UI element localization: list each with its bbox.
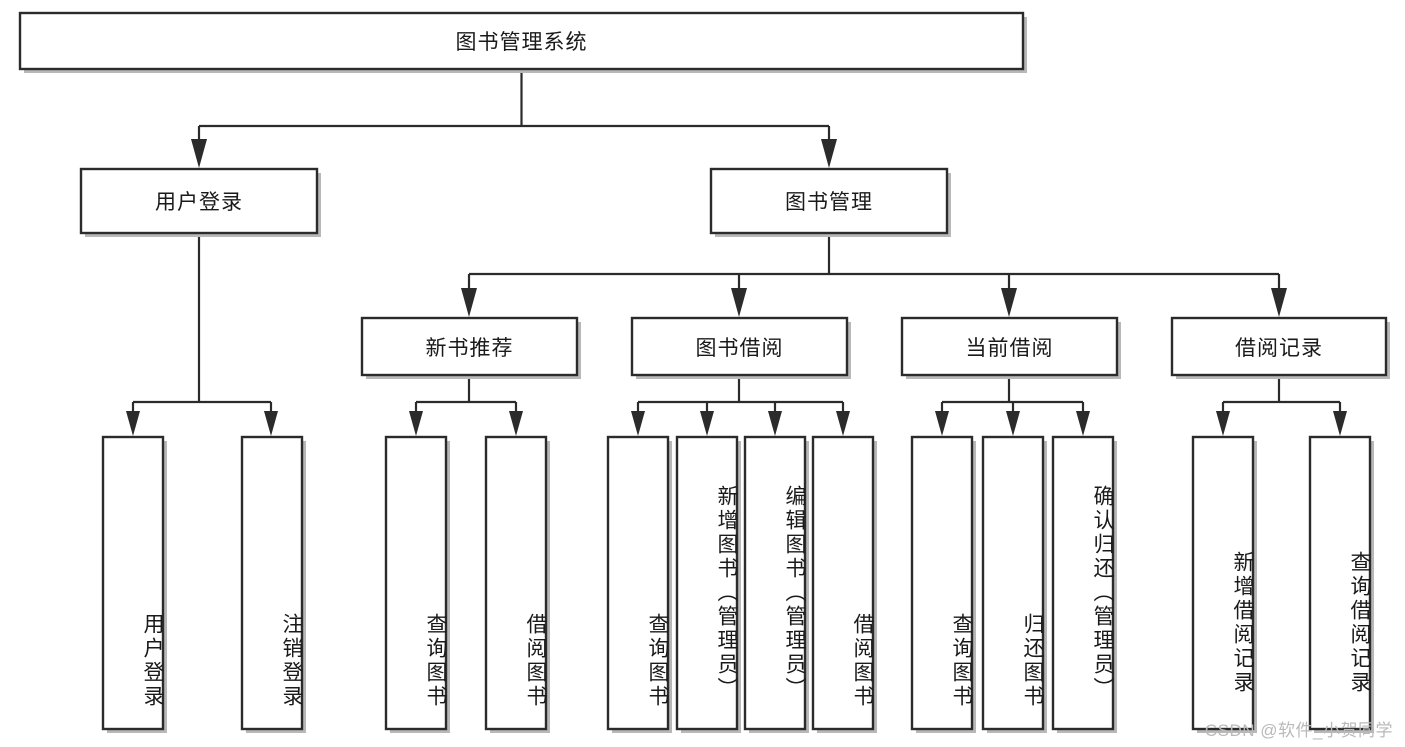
node-box-user-login[interactable] <box>79 167 319 235</box>
node-box-new-book-rec[interactable] <box>360 316 579 377</box>
arrow-head-borrow-record <box>1271 288 1287 317</box>
edges-book-borrow-to-leaves <box>631 375 850 436</box>
edges-book-manage-to-level3 <box>461 233 1287 317</box>
node-box-book-manage[interactable] <box>709 167 949 235</box>
arrow-head-leaf-borrow-book-2 <box>836 411 850 436</box>
node-box-borrow-record[interactable] <box>1170 316 1388 377</box>
arrow-head-book-borrow <box>731 288 747 317</box>
arrow-head-leaf-query-book-2 <box>631 411 645 436</box>
edges-new-book-rec-to-leaves <box>409 375 523 436</box>
node-box-root[interactable] <box>18 11 1025 71</box>
node-boxes <box>18 11 1390 733</box>
arrow-head-leaf-return-book <box>1006 411 1020 436</box>
arrow-head-leaf-user-login <box>126 411 140 436</box>
node-box-leaf-user-login[interactable] <box>101 435 165 731</box>
node-box-leaf-borrow-book-1[interactable] <box>484 435 548 731</box>
edges-user-login-to-leaves <box>126 233 278 436</box>
arrow-head-current-borrow <box>1001 288 1017 317</box>
arrow-head-user-login <box>191 139 207 168</box>
arrow-head-leaf-user-logout <box>264 411 278 436</box>
arrow-head-leaf-add-book <box>700 411 714 436</box>
node-box-current-borrow[interactable] <box>900 316 1119 377</box>
node-box-leaf-query-record[interactable] <box>1308 435 1372 731</box>
node-box-leaf-return-book[interactable] <box>981 435 1045 731</box>
arrow-head-book-manage <box>821 139 837 168</box>
arrow-head-new-book-rec <box>461 288 477 317</box>
edges-borrow-record-to-leaves <box>1216 375 1347 436</box>
arrow-head-leaf-add-record <box>1216 411 1230 436</box>
node-box-leaf-borrow-book-2[interactable] <box>811 435 875 731</box>
node-box-book-borrow[interactable] <box>630 316 849 377</box>
node-box-leaf-user-logout[interactable] <box>240 435 304 731</box>
node-box-leaf-query-book-2[interactable] <box>606 435 670 731</box>
node-box-leaf-add-record[interactable] <box>1191 435 1255 731</box>
arrow-head-leaf-edit-book <box>768 411 782 436</box>
edges-root-to-level2 <box>191 69 837 168</box>
node-box-leaf-confirm-return[interactable] <box>1051 435 1115 731</box>
node-box-leaf-query-book-1[interactable] <box>384 435 448 731</box>
arrow-head-leaf-query-record <box>1333 411 1347 436</box>
node-box-leaf-add-book[interactable] <box>675 435 739 731</box>
arrow-head-leaf-query-book-3 <box>935 411 949 436</box>
arrow-head-leaf-borrow-book-1 <box>509 411 523 436</box>
arrow-head-leaf-confirm-return <box>1076 411 1090 436</box>
edges-current-borrow-to-leaves <box>935 375 1090 436</box>
node-box-leaf-query-book-3[interactable] <box>910 435 974 731</box>
node-box-leaf-edit-book[interactable] <box>743 435 807 731</box>
arrow-head-leaf-query-book-1 <box>409 411 423 436</box>
